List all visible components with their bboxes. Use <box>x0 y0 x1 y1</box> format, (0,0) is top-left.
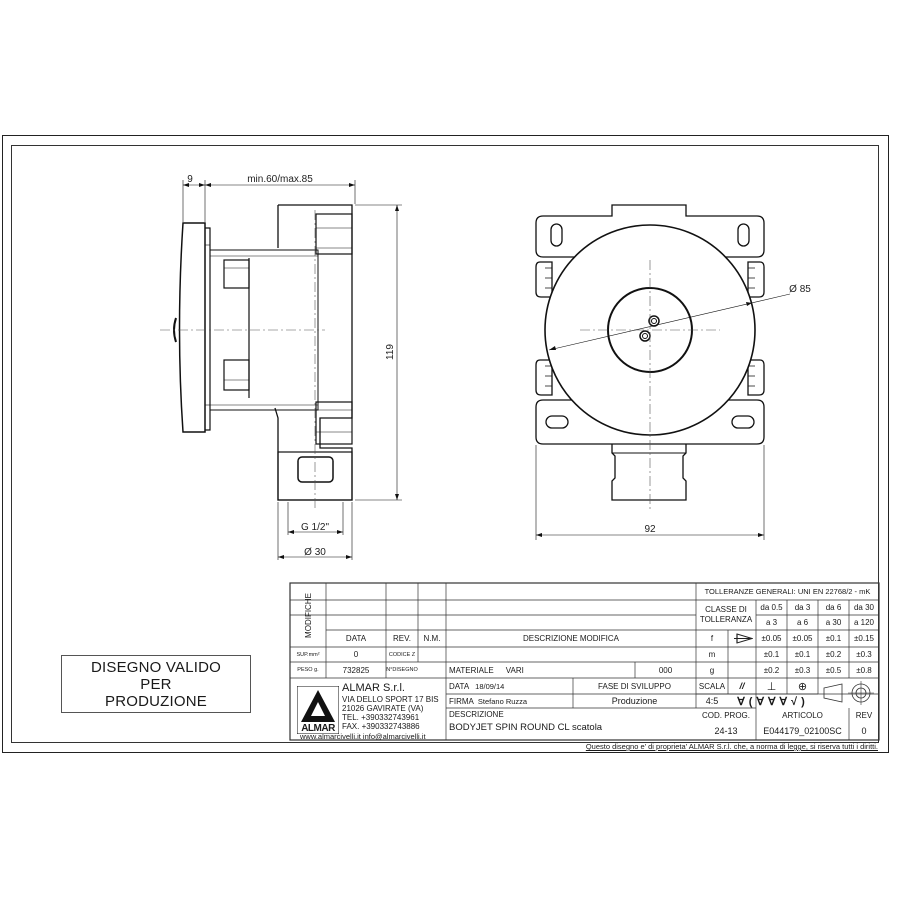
tolerance-f-2: ±0.05 <box>792 634 813 643</box>
drawing-frame-outer <box>2 135 889 753</box>
tolerance-class-label-2: TOLLERANZA <box>699 615 753 624</box>
cod-prog-label: COD. PROG. <box>701 710 750 720</box>
tolerance-m-3: ±0.2 <box>825 650 842 659</box>
company-address2: 21026 GAVIRATE (VA) <box>342 704 424 713</box>
dim-depth: min.60/max.85 <box>247 174 313 185</box>
materiale-code: 000 <box>658 665 673 675</box>
validity-stamp: DISEGNO VALIDO PER PRODUZIONE <box>61 655 251 713</box>
codice-z-label: CODICE Z <box>388 651 416 658</box>
dim-outlet-diameter: Ø 30 <box>304 547 326 558</box>
company-fax: FAX. +390332743886 <box>342 722 420 731</box>
materiale-value: VARI <box>505 665 524 675</box>
company-web[interactable]: www.almarcivelli.it info@almarcivelli.it <box>300 732 426 741</box>
header-descrizione-modifica: DESCRIZIONE MODIFICA <box>522 634 619 643</box>
range-from-2: da 3 <box>794 603 811 612</box>
tolerance-m-1: ±0.1 <box>763 650 780 659</box>
n-disegno-label: N°DISEGNO <box>386 667 418 673</box>
header-nm: N.M. <box>423 634 441 643</box>
range-to-3: a 30 <box>825 618 842 627</box>
scala-label: SCALA <box>698 681 726 691</box>
data-value: 18/09/14 <box>475 681 505 691</box>
side-view <box>160 180 402 560</box>
title-block-grid <box>289 582 880 741</box>
arrow-tolerance-icon <box>734 633 753 644</box>
dim-width: 92 <box>644 524 656 535</box>
validity-line3: PRODUZIONE <box>104 693 207 710</box>
range-from-1: da 0.5 <box>760 603 783 612</box>
cod-prog-value: 24-13 <box>714 726 738 736</box>
tolerance-class-label: CLASSE DI TOLLERANZA <box>696 600 756 630</box>
dim-body-diameter: Ø 85 <box>789 284 811 295</box>
tolerance-g-3: ±0.5 <box>825 665 842 675</box>
tolerance-class-g: g <box>709 665 715 675</box>
parallelism-icon: // <box>739 681 745 691</box>
rev-label: REV <box>855 710 873 720</box>
data-cell: DATA 18/09/14 <box>446 678 573 694</box>
copyright-notice: Questo disegno e' di proprieta' ALMAR S.… <box>585 742 878 751</box>
tolerance-g-4: ±0.8 <box>856 665 872 675</box>
header-data: DATA <box>345 634 367 643</box>
tolerance-g-1: ±0.2 <box>763 665 780 675</box>
dim-flange-thickness: 9 <box>187 174 193 185</box>
tolerance-f-4: ±0.15 <box>854 634 874 643</box>
descrizione-label: DESCRIZIONE <box>449 710 504 719</box>
peso-value: 732825 <box>342 665 370 675</box>
header-rev: REV. <box>393 634 411 643</box>
range-to-2: a 6 <box>796 618 809 627</box>
modifiche-label: MODIFICHE <box>303 592 313 638</box>
surface-finish-icon: ∀(∀∀∀√) <box>737 695 809 708</box>
dim-thread: G 1/2" <box>301 522 329 533</box>
tolerance-class-m: m <box>708 650 716 659</box>
rev-value: 0 <box>861 726 867 736</box>
firma-value: Stefano Ruzza <box>477 696 528 706</box>
validity-line1: DISEGNO VALIDO <box>90 659 222 676</box>
sup-label: SUP.mm² <box>296 651 320 658</box>
position-icon: ⊕ <box>797 680 808 693</box>
tolerance-m-2: ±0.1 <box>794 650 811 659</box>
perpendicularity-icon: ⊥ <box>766 680 777 693</box>
firma-label: FIRMA <box>449 696 474 706</box>
tolerance-f-1: ±0.05 <box>761 634 782 643</box>
materiale-cell: MATERIALE VARI <box>446 662 635 678</box>
surface-finish-symbols: ∀(∀∀∀√) <box>728 694 818 708</box>
tolerance-class-f: f <box>710 634 714 643</box>
tolerance-title: TOLLERANZE GENERALI: UNI EN 22768/2 - mK <box>704 587 871 596</box>
range-to-4: a 120 <box>853 618 875 627</box>
range-to-1: a 3 <box>765 618 778 627</box>
front-view <box>535 204 791 540</box>
firma-cell: FIRMA Stefano Ruzza <box>446 694 573 708</box>
tolerance-f-3: ±0.1 <box>825 634 842 643</box>
range-from-3: da 6 <box>825 603 842 612</box>
tolerance-g-2: ±0.3 <box>794 665 811 675</box>
peso-label: PESO g. <box>297 667 319 673</box>
tolerance-m-4: ±0.3 <box>856 650 872 659</box>
scala-value: 4:5 <box>705 696 719 706</box>
company-tel: TEL. +390332743961 <box>342 713 420 722</box>
tolerance-class-label-1: CLASSE DI <box>705 605 747 614</box>
company-name: ALMAR S.r.l. <box>342 682 405 694</box>
projection-symbol-icon <box>823 681 874 705</box>
articolo-label: ARTICOLO <box>782 710 823 720</box>
company-address1: VIA DELLO SPORT 17 BIS <box>342 695 439 704</box>
descrizione-value: BODYJET SPIN ROUND CL scatola <box>449 722 603 733</box>
dim-height: 119 <box>385 344 396 360</box>
logo-text: ALMAR <box>301 723 335 734</box>
articolo-value: E044179_02100SC <box>763 726 842 736</box>
data-label: DATA <box>449 681 470 691</box>
sup-value: 0 <box>353 650 359 659</box>
modifiche-label-cell: MODIFICHE <box>290 583 326 647</box>
fase-value: Produzione <box>611 696 658 706</box>
drawing-frame-inner <box>11 145 879 743</box>
almar-logo-icon <box>297 686 339 734</box>
validity-line2: PER <box>140 676 172 693</box>
fase-label: FASE DI SVILUPPO <box>598 681 671 691</box>
range-from-4: da 30 <box>853 603 875 612</box>
materiale-label: MATERIALE <box>449 665 494 675</box>
